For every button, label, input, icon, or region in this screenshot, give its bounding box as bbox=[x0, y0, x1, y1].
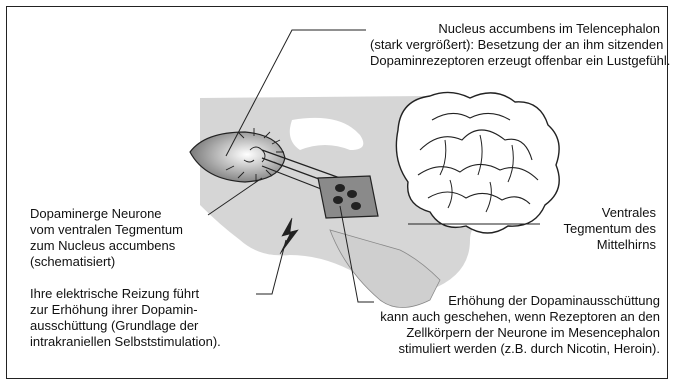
label-ventrales-tegmentum: Ventrales Tegmentum des Mittelhirns bbox=[540, 205, 656, 253]
label-erhoehung: Erhöhung der Dopaminausschüttung kann au… bbox=[370, 293, 660, 357]
ventral-tegmentum bbox=[318, 176, 378, 218]
label-elektrische-reizung: Ihre elektrische Reizung führt zur Erhöh… bbox=[30, 286, 221, 350]
label-nucleus-accumbens: Nucleus accumbens im Telencephalon (star… bbox=[370, 21, 660, 69]
label-dopaminerge-neurone: Dopaminerge Neurone vom ventralen Tegmen… bbox=[30, 206, 183, 270]
